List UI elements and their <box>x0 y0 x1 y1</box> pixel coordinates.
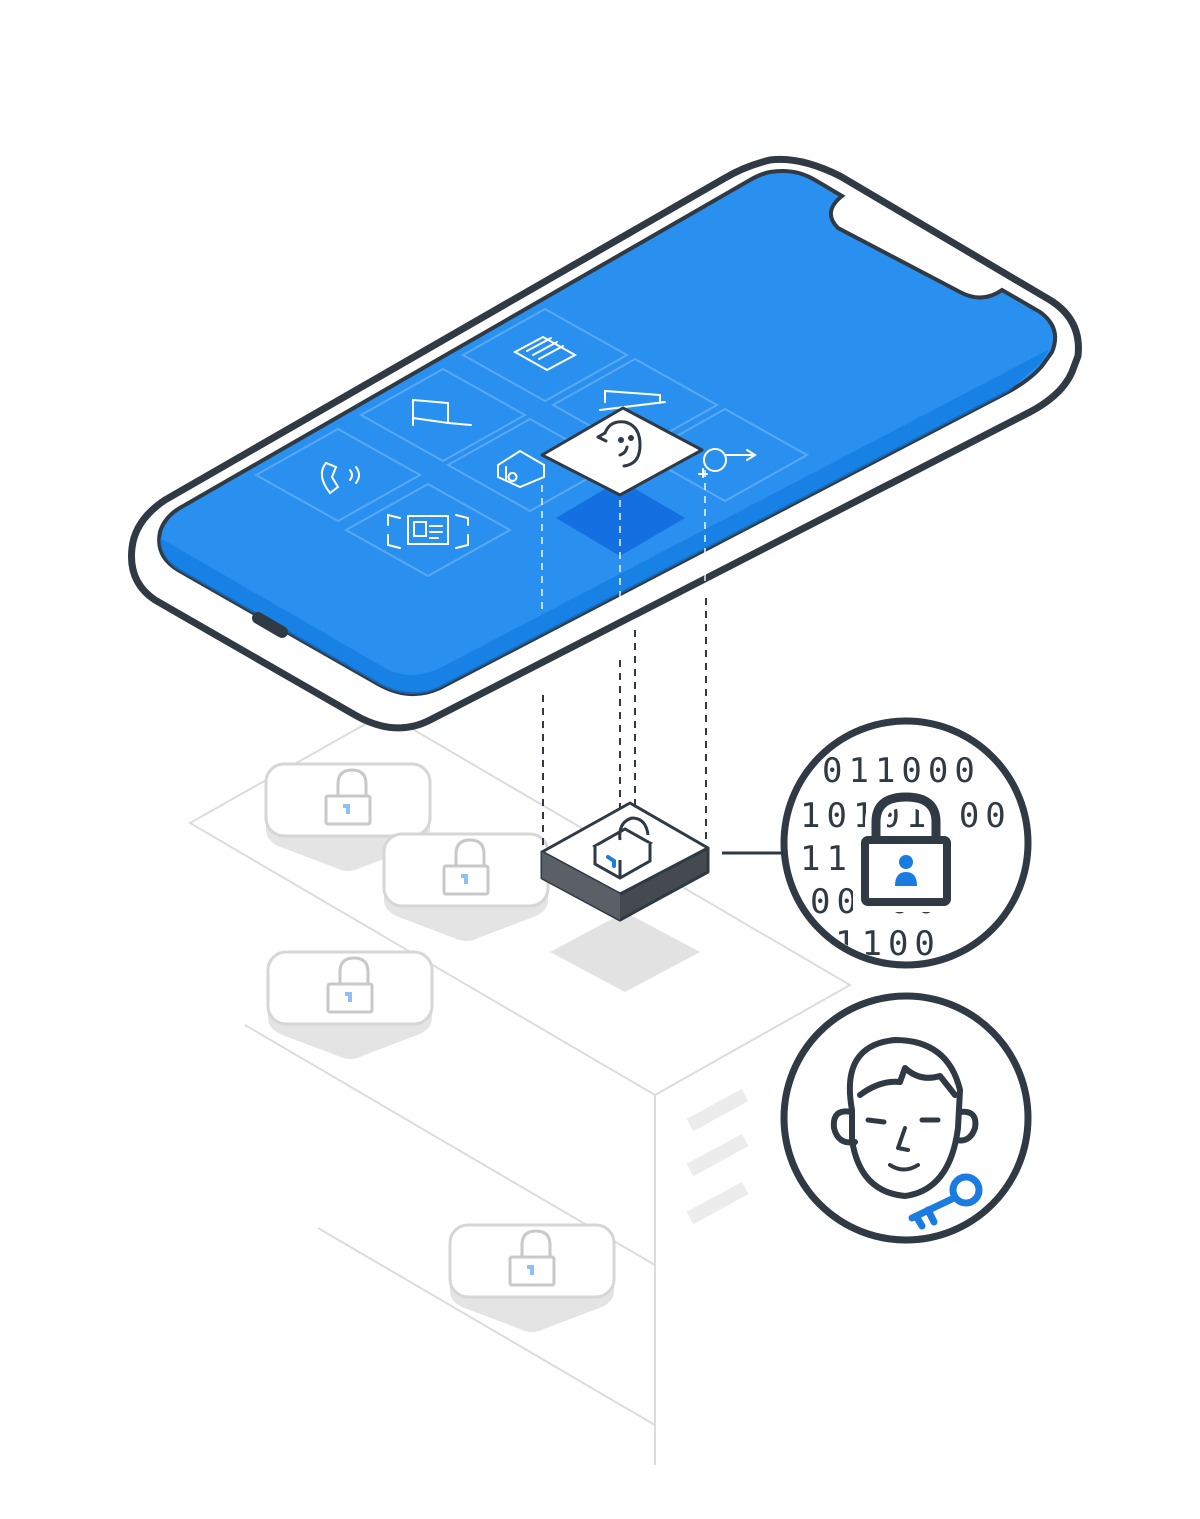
padlock-icon <box>591 816 654 880</box>
secure-lock-chip <box>540 801 710 922</box>
faded-lock-tile <box>382 832 550 941</box>
app-tile[interactable] <box>460 307 630 403</box>
user-key-icon <box>908 1173 983 1230</box>
encrypted-lock-icon <box>853 785 959 912</box>
gender-icon <box>698 448 757 478</box>
face-id-icon <box>596 420 642 468</box>
app-tile-grid <box>253 307 810 578</box>
user-face-icon <box>830 1037 979 1199</box>
tile-shadow <box>550 912 700 992</box>
encrypted-data-badge: 011000 10101 00 110 10 00 00 1100 <box>780 717 1032 969</box>
home-icon <box>497 449 545 489</box>
faded-lock-tile <box>448 1223 616 1332</box>
app-tile[interactable] <box>640 407 810 503</box>
flag-icon <box>412 398 472 426</box>
faded-lock-tiles <box>264 762 616 1332</box>
id-card-scan-icon <box>387 513 469 549</box>
app-tile[interactable] <box>253 427 423 523</box>
phone-call-icon <box>320 461 360 495</box>
binary-row-1: 011000 <box>822 751 981 791</box>
face-id-tile <box>540 406 704 497</box>
binary-row-5: 1100 <box>835 924 941 964</box>
faded-lock-tile <box>266 950 434 1059</box>
server-stack <box>187 711 853 1465</box>
app-tile[interactable] <box>358 367 528 463</box>
document-icon <box>512 335 578 372</box>
calendar-icon <box>599 389 666 411</box>
app-tile[interactable] <box>343 482 513 578</box>
user-key-badge <box>780 992 1032 1244</box>
